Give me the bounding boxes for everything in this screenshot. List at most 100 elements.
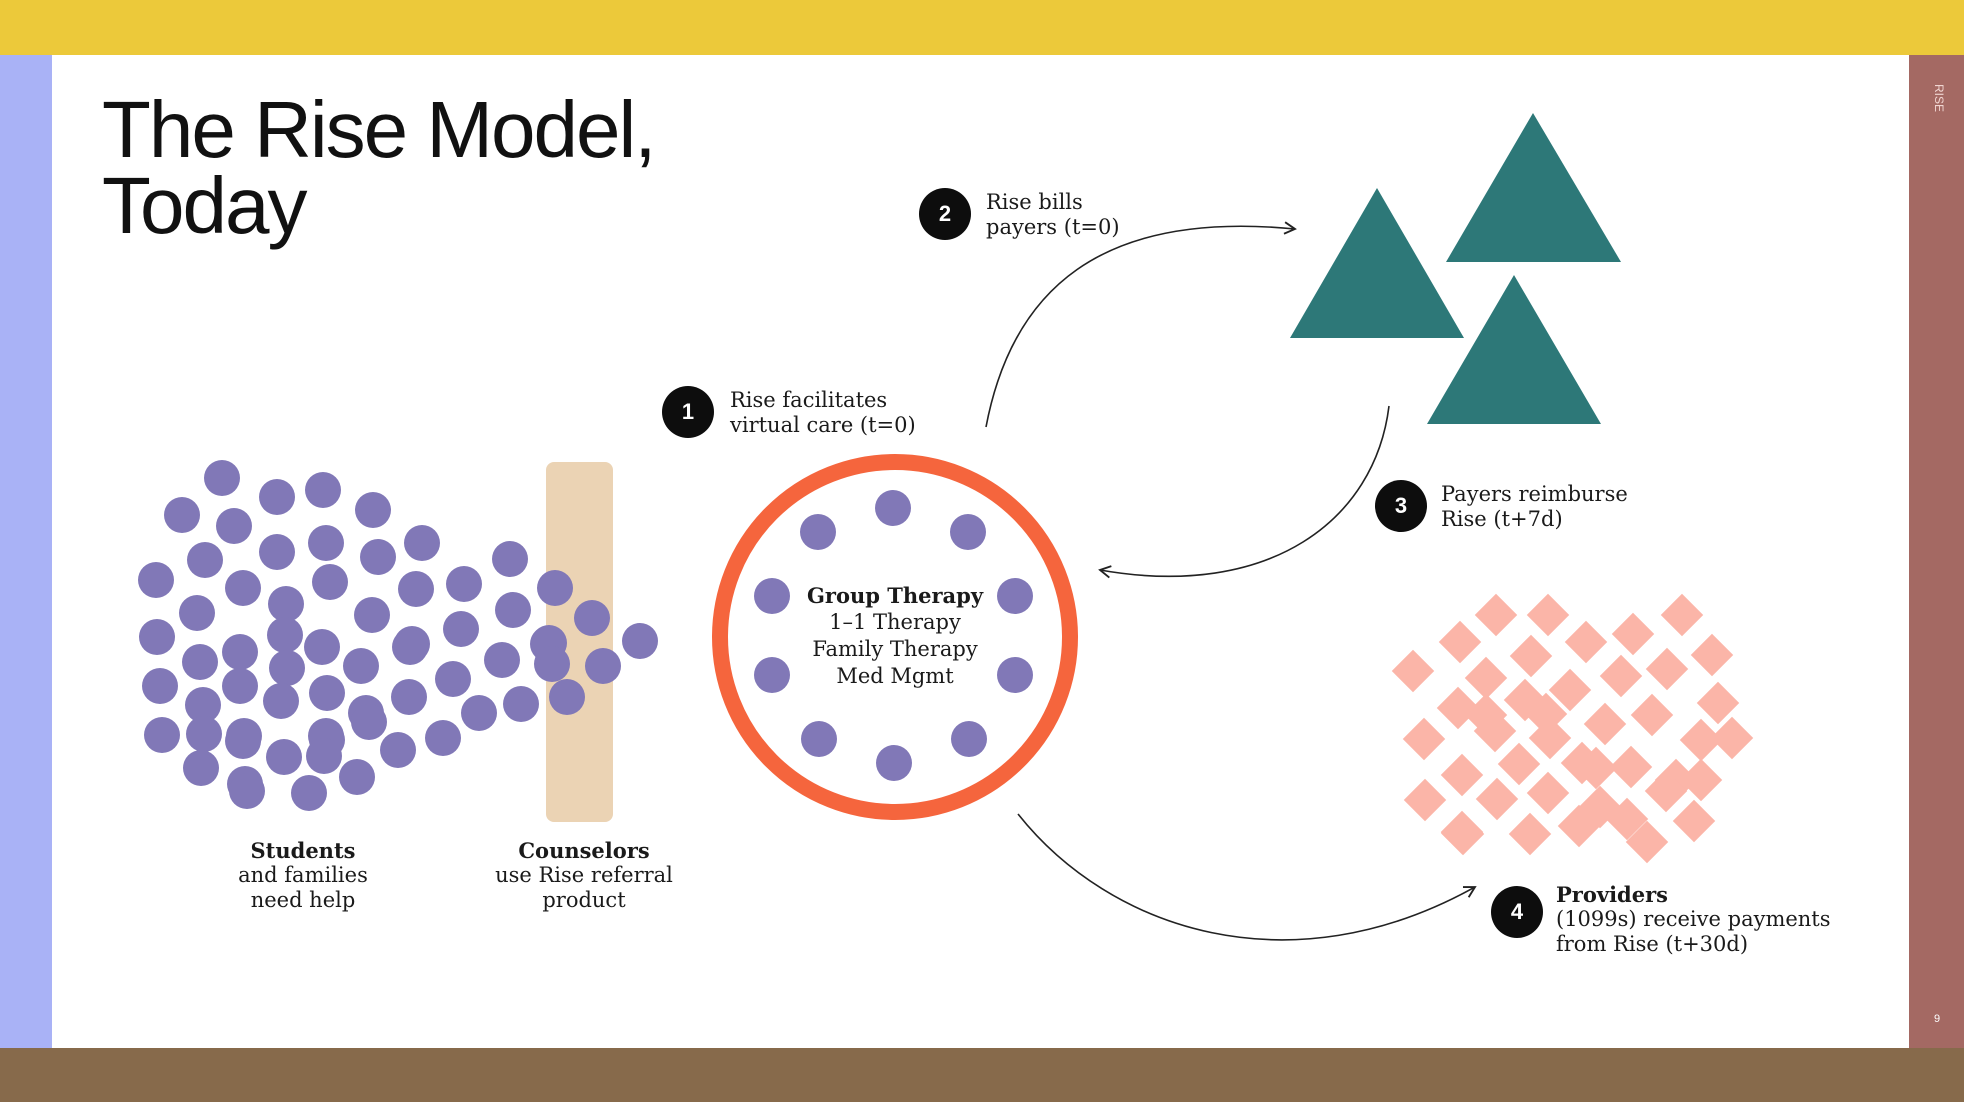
student-dot — [268, 586, 304, 622]
student-dot — [291, 775, 327, 811]
page-number: 9 — [1933, 1013, 1941, 1025]
student-dot — [269, 650, 305, 686]
student-dot — [216, 508, 252, 544]
care-dot — [997, 578, 1033, 614]
step-3-line-2: Rise (t+7d) — [1441, 507, 1563, 531]
student-dot — [404, 525, 440, 561]
provider-diamond — [1548, 668, 1592, 712]
student-dot — [179, 595, 215, 631]
right-accent-bar — [1909, 55, 1964, 1048]
title-line-1: The Rise Model, — [102, 85, 656, 174]
student-dot — [398, 571, 434, 607]
student-dot — [222, 634, 258, 670]
provider-diamond — [1645, 647, 1689, 691]
service-item: 1–1 Therapy — [829, 610, 961, 634]
student-dot — [267, 617, 303, 653]
care-dot — [754, 578, 790, 614]
provider-diamond — [1690, 633, 1734, 677]
provider-diamond — [1438, 620, 1482, 664]
arrow-payers-reimburse — [1098, 405, 1390, 579]
student-dot — [164, 497, 200, 533]
payer-triangle — [1290, 188, 1464, 338]
side-brand-label: RISE — [1932, 84, 1946, 113]
student-dot — [537, 570, 573, 606]
provider-diamond — [1402, 717, 1446, 761]
provider-diamond — [1509, 634, 1553, 678]
service-item: Family Therapy — [812, 637, 978, 661]
student-dot — [266, 739, 302, 775]
counselors-caption-line-2: product — [542, 888, 626, 912]
provider-diamond — [1391, 649, 1435, 693]
student-dot — [380, 732, 416, 768]
student-dot — [225, 570, 261, 606]
student-dot — [585, 648, 621, 684]
arrow-bill-payers — [985, 221, 1297, 428]
counselors-caption: Counselors use Rise referral product — [474, 838, 694, 913]
step-2-line-1: Rise bills — [986, 190, 1083, 214]
students-caption: Students and families need help — [208, 838, 398, 913]
step-2-line-2: payers (t=0) — [986, 215, 1120, 239]
step-4-heading: Providers — [1556, 882, 1668, 907]
provider-diamond — [1696, 681, 1740, 725]
care-dot — [801, 721, 837, 757]
student-dot — [392, 629, 428, 665]
student-dot — [144, 717, 180, 753]
student-dot — [259, 534, 295, 570]
student-dot — [495, 592, 531, 628]
provider-diamond — [1440, 753, 1484, 797]
top-accent-bar — [0, 0, 1964, 55]
provider-diamond — [1557, 804, 1601, 848]
provider-diamond — [1497, 742, 1541, 786]
provider-diamond — [1625, 820, 1669, 864]
step-2-text: Rise bills payers (t=0) — [986, 190, 1120, 240]
payer-triangle — [1446, 113, 1621, 262]
step-4-line-1: (1099s) receive payments — [1556, 907, 1831, 931]
step-1-line-1: Rise facilitates — [730, 388, 888, 412]
student-dot — [484, 642, 520, 678]
student-dot — [142, 668, 178, 704]
student-dot — [263, 683, 299, 719]
service-primary: Group Therapy — [806, 583, 984, 608]
care-ring-dots — [754, 490, 1033, 781]
student-dot — [339, 759, 375, 795]
slide-title: The Rise Model, Today — [102, 85, 742, 250]
student-dot — [312, 564, 348, 600]
student-dot — [229, 773, 265, 809]
student-dot — [574, 600, 610, 636]
student-dot — [308, 525, 344, 561]
provider-diamond — [1464, 656, 1508, 700]
counselors-bar — [546, 462, 613, 822]
title-line-2: Today — [102, 161, 307, 250]
provider-diamond — [1679, 758, 1723, 802]
student-dot — [425, 720, 461, 756]
student-dot — [360, 539, 396, 575]
provider-diamond — [1630, 693, 1674, 737]
student-dot — [622, 623, 658, 659]
service-item: Med Mgmt — [836, 664, 954, 688]
student-dot — [259, 479, 295, 515]
counselors-caption-heading: Counselors — [518, 838, 650, 863]
counselors-caption-line-1: use Rise referral — [495, 863, 673, 887]
student-dot — [304, 629, 340, 665]
step-4-text: Providers (1099s) receive payments from … — [1556, 882, 1831, 957]
care-dot — [875, 490, 911, 526]
provider-diamond — [1583, 702, 1627, 746]
step-1-text: Rise facilitates virtual care (t=0) — [730, 388, 916, 438]
student-dot — [306, 738, 342, 774]
provider-diamond — [1679, 718, 1723, 762]
student-dot — [139, 619, 175, 655]
student-dot — [222, 668, 258, 704]
students-caption-heading: Students — [250, 838, 356, 863]
provider-diamond — [1660, 593, 1704, 637]
student-dot — [446, 566, 482, 602]
students-dot-cluster — [138, 460, 658, 811]
provider-diamond — [1574, 746, 1618, 790]
bottom-accent-bar — [0, 1048, 1964, 1102]
provider-diamond — [1474, 593, 1518, 637]
provider-diamond — [1475, 777, 1519, 821]
care-dot — [950, 514, 986, 550]
student-dot — [354, 597, 390, 633]
students-caption-line-1: and families — [238, 863, 368, 887]
provider-diamond — [1524, 692, 1568, 736]
